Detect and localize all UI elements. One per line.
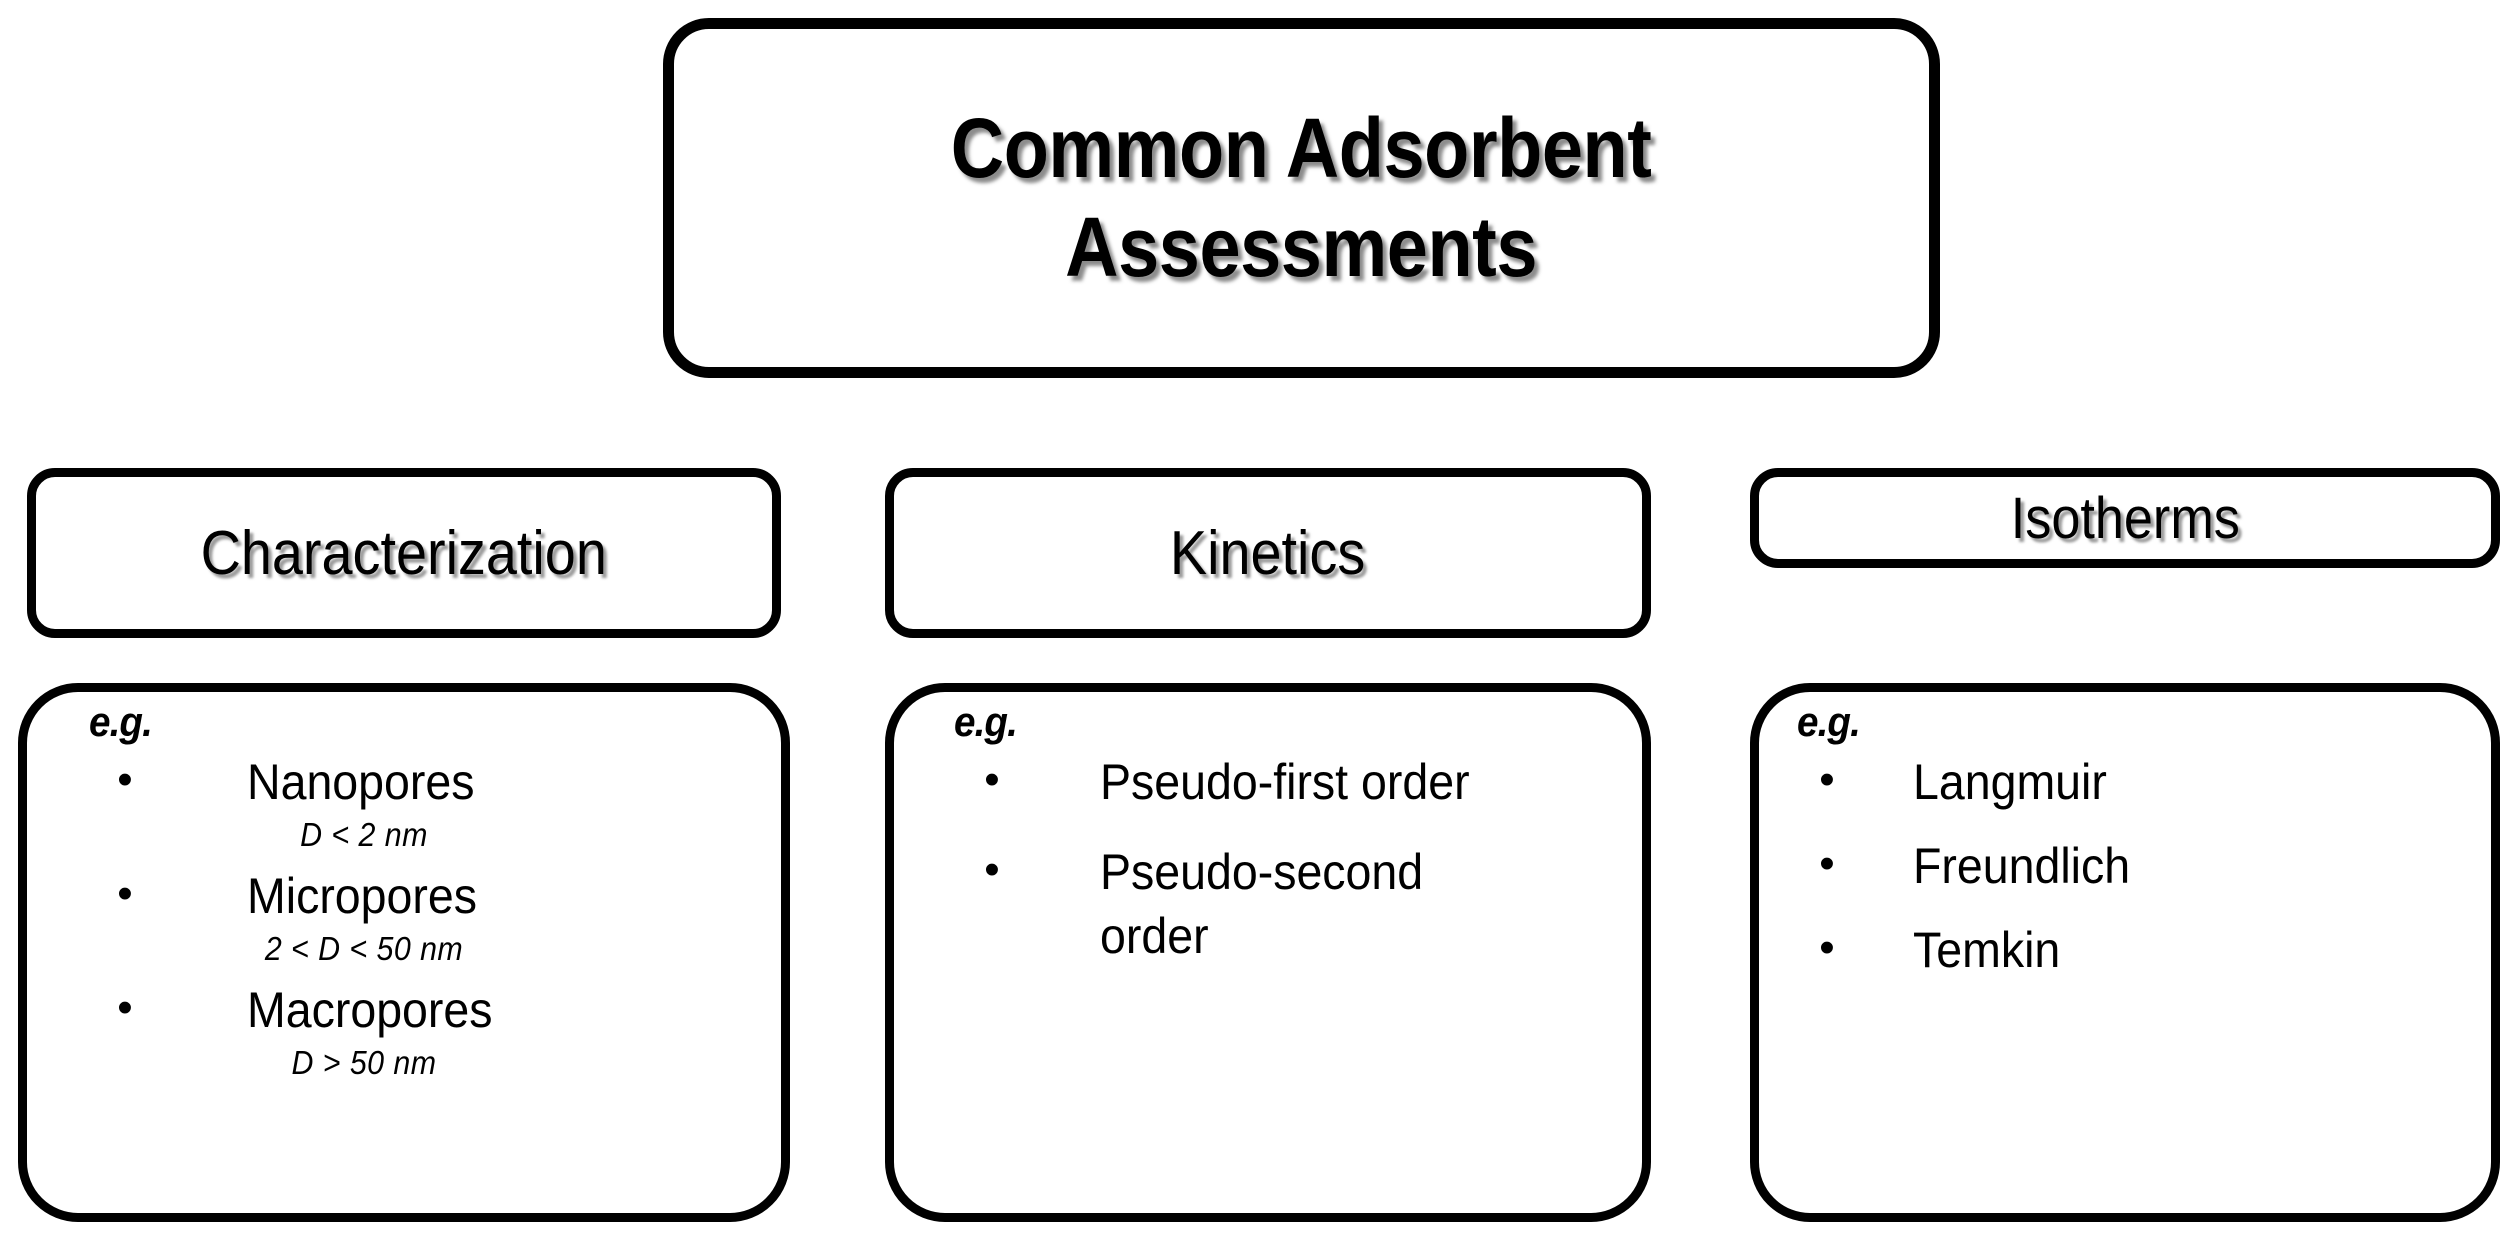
bullet-icon: •: [1819, 839, 1835, 888]
bullet-label: Langmuir: [1913, 754, 2107, 810]
list-item: • Pseudo-second order: [894, 840, 1642, 968]
list-item: • Freundlich: [1759, 834, 2491, 898]
bullet-label: Micropores: [247, 868, 477, 924]
bullet-row: • Langmuir: [1759, 750, 2491, 814]
category-header-label: Kinetics: [1170, 518, 1366, 588]
list-item: • Pseudo-first order: [894, 750, 1642, 814]
bullet-icon: •: [117, 983, 133, 1032]
example-label: e.g.: [1797, 698, 1861, 745]
bullet-label: Temkin: [1913, 922, 2061, 978]
category-header-characterization[interactable]: Characterization: [27, 468, 781, 638]
examples-box-isotherms: e.g. • Langmuir • Freundlich •: [1750, 683, 2500, 1222]
list-item: • Macropores D > 50 nm: [27, 978, 781, 1082]
bullet-row: • Macropores: [27, 978, 781, 1042]
column-isotherms: Isotherms e.g. • Langmuir • Freundlich: [1750, 0, 2500, 1234]
list-item: • Nanopores D < 2 nm: [27, 750, 781, 854]
bullet-icon: •: [1819, 923, 1835, 972]
bullet-label: Pseudo-second order: [1100, 844, 1424, 964]
example-list-kinetics: • Pseudo-first order • Pseudo-second ord…: [894, 750, 1642, 994]
bullet-detail: D < 2 nm: [300, 816, 428, 853]
bullet-row: • Nanopores: [27, 750, 781, 814]
bullet-row: • Freundlich: [1759, 834, 2491, 898]
example-label: e.g.: [89, 698, 153, 745]
bullet-detail: 2 < D < 50 nm: [264, 930, 464, 967]
bullet-icon: •: [1819, 755, 1835, 804]
bullet-label: Nanopores: [247, 754, 475, 810]
list-item: • Micropores 2 < D < 50 nm: [27, 864, 781, 968]
bullet-row: • Pseudo-second order: [894, 840, 1642, 968]
example-label: e.g.: [954, 698, 1018, 745]
list-item: • Langmuir: [1759, 750, 2491, 814]
bullet-icon: •: [984, 845, 1000, 894]
bullet-row: • Micropores: [27, 864, 781, 928]
bullet-icon: •: [117, 755, 133, 804]
column-kinetics: Kinetics e.g. • Pseudo-first order • Pse…: [885, 0, 1655, 1234]
bullet-row: • Temkin: [1759, 918, 2491, 982]
category-header-label: Isotherms: [2010, 485, 2240, 551]
example-list-isotherms: • Langmuir • Freundlich • Temkin: [1759, 750, 2491, 1002]
list-item: • Temkin: [1759, 918, 2491, 982]
category-header-kinetics[interactable]: Kinetics: [885, 468, 1651, 638]
category-header-isotherms[interactable]: Isotherms: [1750, 468, 2500, 568]
bullet-label: Freundlich: [1913, 838, 2131, 894]
examples-box-characterization: e.g. • Nanopores D < 2 nm • Micropores 2…: [18, 683, 790, 1222]
example-list-characterization: • Nanopores D < 2 nm • Micropores 2 < D …: [27, 750, 781, 1092]
bullet-detail: D > 50 nm: [291, 1044, 437, 1081]
bullet-icon: •: [984, 755, 1000, 804]
column-characterization: Characterization e.g. • Nanopores D < 2 …: [18, 0, 790, 1234]
diagram-title: Common Adsorbent Assessments: [951, 100, 1652, 294]
title-box: Common Adsorbent Assessments: [663, 18, 1940, 378]
bullet-row: • Pseudo-first order: [894, 750, 1642, 814]
bullet-icon: •: [117, 869, 133, 918]
bullet-label: Pseudo-first order: [1100, 754, 1470, 810]
category-header-label: Characterization: [200, 518, 608, 588]
bullet-label: Macropores: [247, 982, 493, 1038]
examples-box-kinetics: e.g. • Pseudo-first order • Pseudo-secon…: [885, 683, 1651, 1222]
